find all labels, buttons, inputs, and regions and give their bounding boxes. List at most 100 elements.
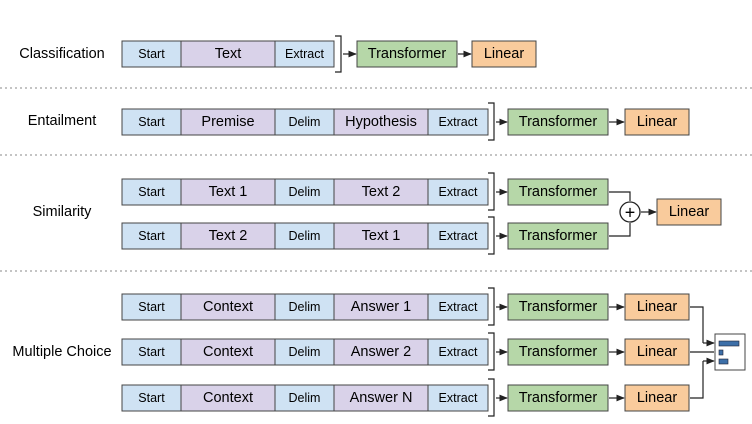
entailment-token-2: Delim (274, 108, 335, 136)
entailment-token-2-box (274, 108, 335, 136)
mc-row-2-token-0: Start (121, 384, 182, 412)
similarity-row-0-transformer-box (507, 178, 609, 206)
mc-row-0-token-4: Extract (427, 293, 489, 321)
mc-row-0-token-1: Context (180, 293, 276, 321)
mc-row-2-transformer-label: Transformer (519, 390, 598, 406)
entailment-transformer-box (507, 108, 609, 136)
similarity-row-1-token-2-label: Delim (289, 229, 321, 243)
similarity-merge-top (609, 191, 631, 201)
mc-row-1-token-1: Context (180, 338, 276, 366)
mc-row-2-token-3: Answer N (333, 384, 429, 412)
classification-linear: Linear (471, 40, 537, 68)
entailment-token-0: Start (121, 108, 182, 136)
classification-token-0-box (121, 40, 182, 68)
similarity-row-0-token-0-box (121, 178, 182, 206)
similarity-row-1-token-1-label: Text 2 (209, 228, 248, 244)
entailment-transformer: Transformer (507, 108, 609, 136)
similarity-row-0-token-4-box (427, 178, 489, 206)
similarity-task-label: Similarity (33, 204, 93, 220)
similarity-row-1-token-3: Text 1 (333, 222, 429, 250)
entailment-token-3-label: Hypothesis (345, 114, 417, 130)
similarity-row-1-token-2: Delim (274, 222, 335, 250)
mc-row-1-transformer-label: Transformer (519, 344, 598, 360)
classification-token-0-label: Start (138, 47, 165, 61)
mc-row-2-transformer-box (507, 384, 609, 412)
classification-transformer-box (356, 40, 458, 68)
classification-token-0: Start (121, 40, 182, 68)
mc-row-2-token-0-label: Start (138, 391, 165, 405)
mc-row-2-linear-label: Linear (637, 390, 677, 406)
similarity-row-1-token-0-label: Start (138, 229, 165, 243)
entailment-token-0-label: Start (138, 115, 165, 129)
sequence-bracket (488, 102, 495, 141)
mc-row-2-token-4-label: Extract (439, 391, 478, 405)
mc-row-1-token-4: Extract (427, 338, 489, 366)
similarity-row-0-token-4: Extract (427, 178, 489, 206)
entailment-token-4-label: Extract (439, 115, 478, 129)
mc-row-0-token-2: Delim (274, 293, 335, 321)
similarity-row-0-token-0: Start (121, 178, 182, 206)
mc-row-1-token-2-box (274, 338, 335, 366)
mc-row-2-token-2-label: Delim (289, 391, 321, 405)
similarity-merge-bottom (609, 223, 631, 237)
mc-row-1-token-2: Delim (274, 338, 335, 366)
classification-token-1-label: Text (215, 46, 242, 62)
similarity-row-1-transformer-label: Transformer (519, 228, 598, 244)
entailment-token-4: Extract (427, 108, 489, 136)
mc-row-0-linear-label: Linear (637, 299, 677, 315)
similarity-row-0-token-3-label: Text 2 (362, 184, 401, 200)
mc-row-2-transformer: Transformer (507, 384, 609, 412)
similarity-row-1-token-4: Extract (427, 222, 489, 250)
sequence-bracket (488, 216, 495, 255)
softmax-bar-2 (718, 349, 724, 356)
mc-row-0-transformer-box (507, 293, 609, 321)
similarity-row-0-token-1-box (180, 178, 276, 206)
mc-route-top (690, 306, 704, 343)
classification-transformer: Transformer (356, 40, 458, 68)
classification-token-2: Extract (274, 40, 335, 68)
similarity-row-1-token-3-box (333, 222, 429, 250)
similarity-row-0-transformer-label: Transformer (519, 184, 598, 200)
entailment-token-1: Premise (180, 108, 276, 136)
mc-row-1-token-2-label: Delim (289, 345, 321, 359)
classification-task-label: Classification (19, 46, 104, 62)
mc-row-1-token-4-box (427, 338, 489, 366)
mc-row-2-linear: Linear (624, 384, 690, 412)
mc-row-0-token-4-label: Extract (439, 300, 478, 314)
similarity-row-0-token-4-label: Extract (439, 185, 478, 199)
similarity-row-1-token-4-label: Extract (439, 229, 478, 243)
mc-row-2-token-1-box (180, 384, 276, 412)
similarity-linear-box (656, 198, 722, 226)
classification-linear-label: Linear (484, 46, 524, 62)
combine-plus-symbol: + (625, 203, 636, 223)
multiple-choice-task-label: Multiple Choice (12, 344, 111, 360)
mc-row-2-token-4: Extract (427, 384, 489, 412)
similarity-row-1-token-0: Start (121, 222, 182, 250)
classification-token-1: Text (180, 40, 276, 68)
sequence-bracket (488, 172, 495, 211)
mc-row-1-token-0-box (121, 338, 182, 366)
mc-row-2-token-0-box (121, 384, 182, 412)
classification-linear-box (471, 40, 537, 68)
entailment-linear-box (624, 108, 690, 136)
entailment-token-1-label: Premise (201, 114, 254, 130)
mc-row-0-token-2-label: Delim (289, 300, 321, 314)
mc-row-2-token-3-label: Answer N (350, 390, 413, 406)
mc-row-1-token-3-box (333, 338, 429, 366)
mc-row-2-token-1-label: Context (203, 390, 253, 406)
softmax-bar-3 (718, 358, 729, 365)
entailment-task-label: Entailment (28, 113, 97, 129)
mc-row-1-linear-box (624, 338, 690, 366)
similarity-row-0-transformer: Transformer (507, 178, 609, 206)
entailment-token-4-box (427, 108, 489, 136)
softmax-bar-1 (718, 340, 740, 347)
similarity-row-0-token-1: Text 1 (180, 178, 276, 206)
mc-row-0-token-4-box (427, 293, 489, 321)
mc-row-1-token-1-label: Context (203, 344, 253, 360)
similarity-row-1-token-3-label: Text 1 (362, 228, 401, 244)
mc-row-2-linear-box (624, 384, 690, 412)
similarity-row-1-token-1: Text 2 (180, 222, 276, 250)
entailment-linear: Linear (624, 108, 690, 136)
